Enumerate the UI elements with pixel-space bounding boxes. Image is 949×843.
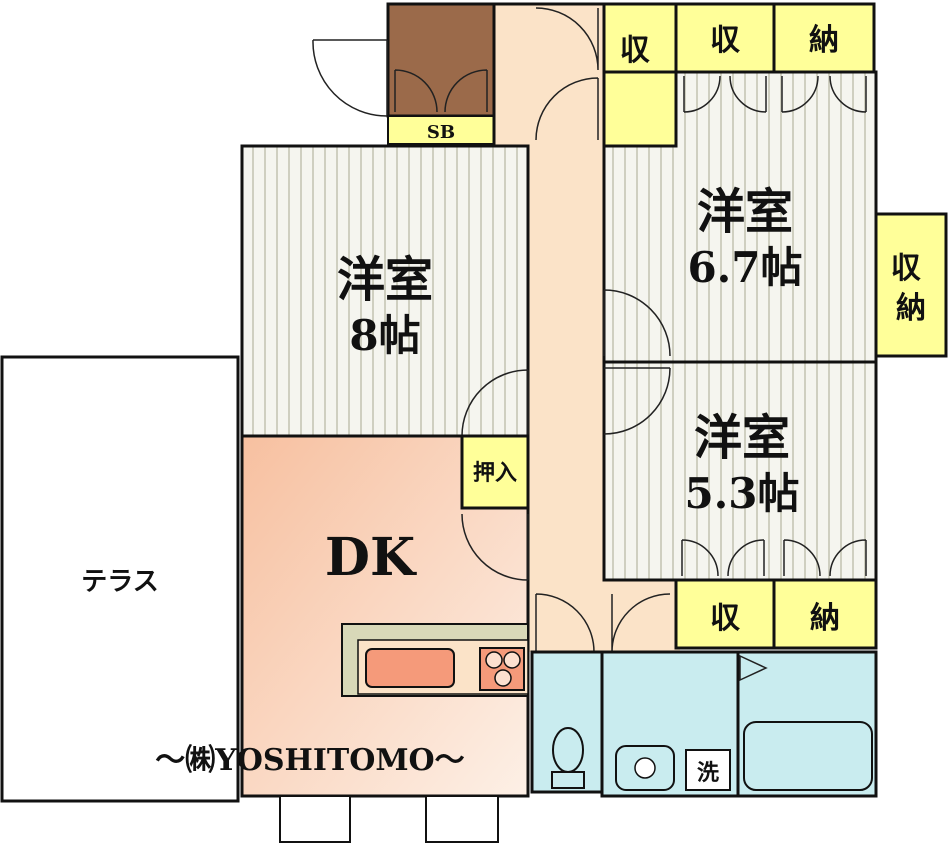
bath-door-mark bbox=[739, 654, 768, 682]
storage-side-label-line: 収 bbox=[891, 251, 922, 286]
storage-top-nou: 納 bbox=[772, 2, 876, 74]
toilet-tank bbox=[551, 771, 585, 789]
storage-side: 収 納 bbox=[874, 212, 948, 358]
storage-bottom-shu: 収 bbox=[674, 578, 776, 650]
shoe-box bbox=[387, 115, 495, 145]
storage-bottom-shu-label: 収 bbox=[710, 601, 741, 636]
hall-door-arc-bottom-1 bbox=[535, 593, 595, 653]
toilet-room bbox=[530, 650, 604, 794]
exterior-door-swing bbox=[312, 39, 388, 117]
toilet-bowl bbox=[552, 727, 584, 773]
entrance-door-arc-right bbox=[444, 69, 488, 113]
storage-side-label: 収 納 bbox=[891, 251, 931, 326]
closet-doors-top bbox=[683, 75, 867, 113]
storage-hall-label-line: 収 bbox=[620, 33, 651, 68]
hall-door-arc-top-1 bbox=[535, 7, 599, 71]
oshiire: 押入 bbox=[460, 434, 530, 510]
stove-burner-3 bbox=[494, 669, 512, 687]
washer-space bbox=[685, 749, 731, 791]
washer-label: 洗 bbox=[697, 761, 719, 786]
bathtub bbox=[743, 721, 873, 791]
bay-window-left bbox=[279, 795, 351, 843]
storage-top-shu: 収 bbox=[674, 2, 776, 74]
washroom: 洗 bbox=[600, 650, 740, 798]
room-western-6-7: 洋室 6.7帖 bbox=[602, 70, 878, 364]
entrance-door-arc-left bbox=[394, 69, 438, 113]
storage-label-second-char: 納 bbox=[896, 291, 926, 326]
room-5-3-door-arc bbox=[603, 367, 671, 435]
bay-window-right bbox=[425, 795, 499, 843]
watermark: ～㈱YOSHITOMO～ bbox=[155, 743, 464, 778]
entrance: SB bbox=[312, 2, 496, 145]
bathroom bbox=[736, 650, 878, 798]
room-8-size: 8帖 bbox=[349, 311, 420, 360]
storage-top-shu-label: 収 bbox=[710, 23, 741, 58]
storage-bottom-nou-label: 納 bbox=[810, 601, 840, 636]
room-6-7-size: 6.7帖 bbox=[687, 243, 802, 292]
hall-door-arc-bottom-2 bbox=[611, 593, 671, 653]
stove-burner-1 bbox=[485, 651, 503, 669]
wash-basin-drain bbox=[634, 757, 656, 779]
closet-doors-bottom bbox=[681, 539, 867, 577]
room-western-5-3: 洋室 5.3帖 bbox=[602, 360, 878, 582]
room-8-name: 洋室 bbox=[337, 252, 433, 308]
dk-door-arc bbox=[461, 513, 529, 581]
terrace: テラス bbox=[0, 355, 240, 803]
stove-burner-2 bbox=[503, 651, 521, 669]
room-8-door-arc bbox=[461, 369, 529, 437]
room-5-3-size: 5.3帖 bbox=[684, 469, 799, 518]
room-6-7-door-arc bbox=[603, 289, 671, 357]
terrace-label: テラス bbox=[81, 567, 158, 597]
storage-top-nou-label: 納 bbox=[809, 23, 839, 58]
room-dk: DK ～㈱YOSHITOMO～ bbox=[155, 434, 530, 843]
room-6-7-name: 洋室 bbox=[697, 184, 793, 240]
oshiire-label: 押入 bbox=[473, 460, 517, 486]
hall-door-arc-top-2 bbox=[535, 77, 599, 141]
storage-bottom-nou: 納 bbox=[772, 578, 878, 650]
room-western-8: 洋室 8帖 bbox=[240, 144, 530, 438]
kitchen-sink bbox=[365, 648, 455, 688]
room-5-3-name: 洋室 bbox=[694, 410, 790, 466]
shoe-box-label: SB bbox=[427, 122, 455, 143]
dk-label: DK bbox=[325, 527, 417, 588]
